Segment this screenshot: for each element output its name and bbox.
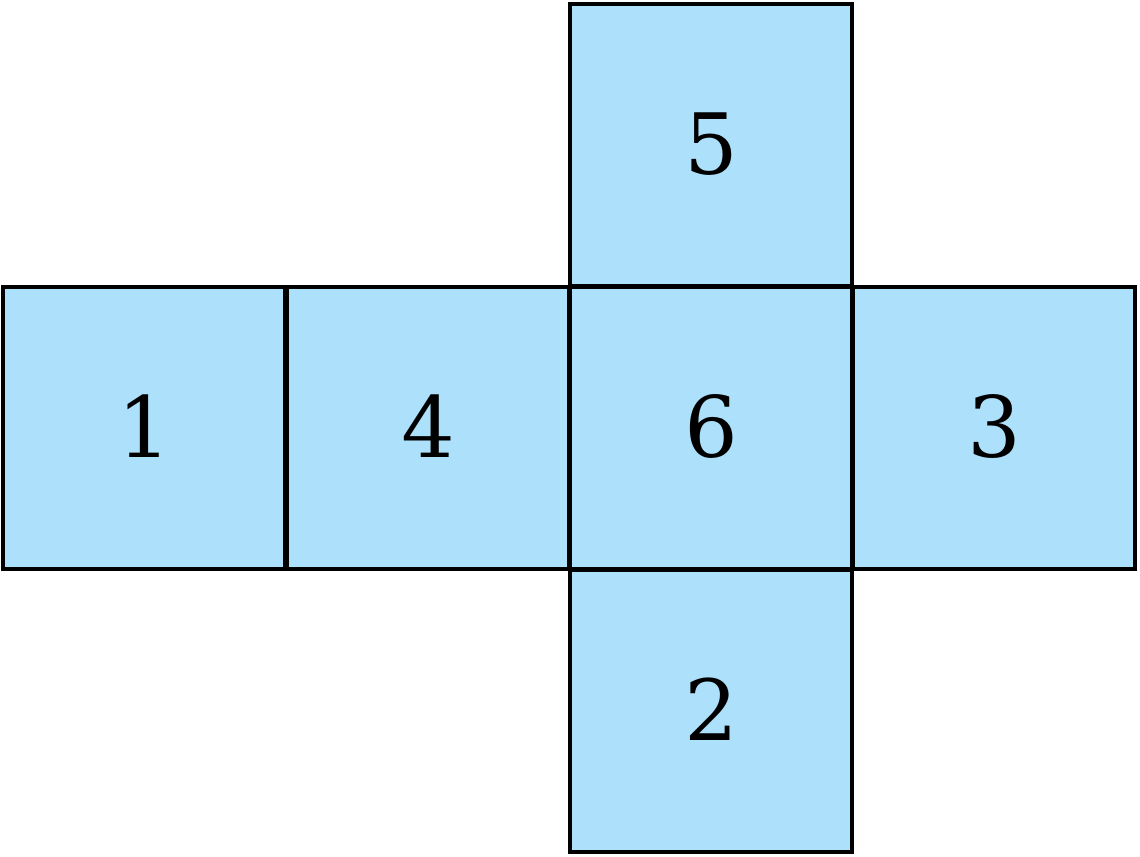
face-number: 6 <box>684 379 738 477</box>
net-face-row-4: 3 <box>851 285 1137 571</box>
net-face-row-1: 1 <box>1 285 287 571</box>
face-number: 3 <box>967 379 1021 477</box>
net-face-row-2: 4 <box>285 285 571 571</box>
face-number: 4 <box>401 379 455 477</box>
net-face-top: 5 <box>568 2 854 288</box>
face-number: 1 <box>117 379 171 477</box>
net-face-row-3: 6 <box>568 285 854 571</box>
face-number: 5 <box>684 96 738 194</box>
face-number: 2 <box>684 662 738 760</box>
net-face-bottom: 2 <box>568 568 854 854</box>
